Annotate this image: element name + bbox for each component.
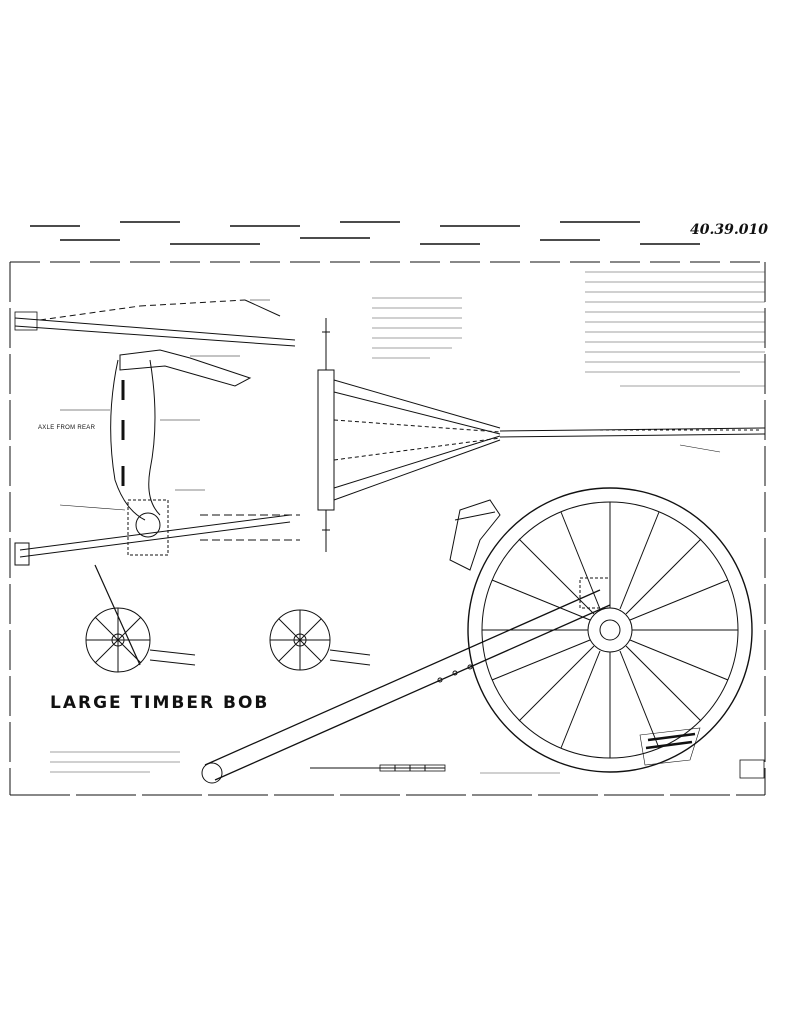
header-dashes bbox=[30, 221, 700, 245]
sheet-number-box bbox=[739, 759, 765, 779]
credits-text bbox=[50, 751, 560, 774]
sheet-border bbox=[9, 261, 766, 796]
drawing-title: LARGE TIMBER BOB bbox=[50, 693, 270, 713]
description-text-block bbox=[372, 297, 462, 359]
axle-view-label: AXLE FROM REAR bbox=[38, 425, 96, 431]
timber-pole bbox=[201, 589, 611, 784]
leader-lines-left bbox=[59, 299, 270, 511]
history-text-block bbox=[585, 271, 765, 387]
main-wheel bbox=[467, 487, 753, 773]
reference-number: 40.39.010 bbox=[690, 222, 768, 238]
scale-bar bbox=[310, 764, 446, 772]
side-elevation bbox=[14, 299, 300, 566]
bolster-detail bbox=[449, 499, 501, 571]
small-wheel-2 bbox=[269, 609, 371, 671]
small-wheel-1 bbox=[85, 564, 196, 673]
plan-view bbox=[317, 318, 766, 552]
